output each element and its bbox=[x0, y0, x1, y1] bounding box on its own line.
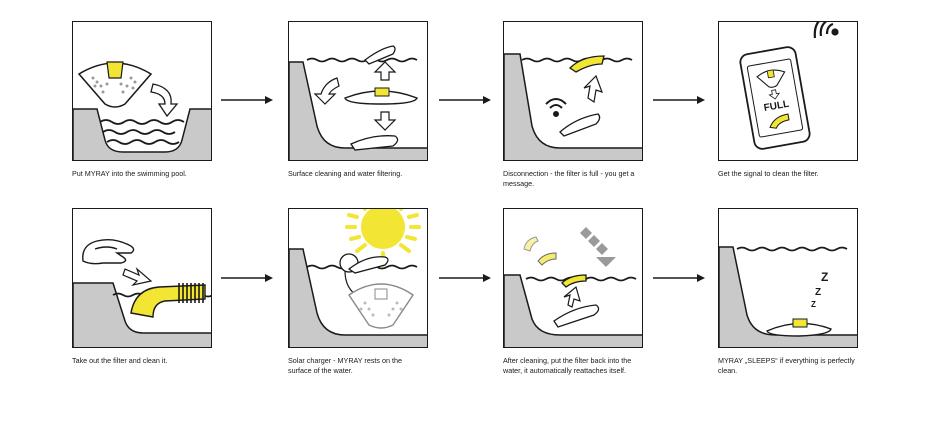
sleep-zzz-icon: Z Z Z bbox=[811, 270, 828, 309]
arrow-left-icon bbox=[313, 77, 340, 105]
arrow-icon bbox=[122, 267, 153, 287]
flow-arrow-2 bbox=[439, 96, 491, 104]
myray-device-icon bbox=[766, 318, 832, 337]
wifi-signal-icon bbox=[813, 22, 839, 39]
sleep-letter-2: Z bbox=[815, 287, 821, 298]
myray-device-icon bbox=[344, 87, 418, 105]
pool-basin bbox=[73, 108, 211, 160]
water-waves-icon bbox=[99, 119, 185, 145]
step-2-panel bbox=[288, 21, 428, 161]
pool-wall bbox=[289, 248, 427, 347]
flow-arrow-4 bbox=[221, 274, 273, 282]
step-7-panel bbox=[503, 208, 643, 348]
sleep-letter-1: Z bbox=[821, 270, 828, 284]
arrow-icon bbox=[563, 285, 581, 308]
curved-arrow-icon bbox=[150, 83, 179, 118]
flow-arrow-5 bbox=[439, 274, 491, 282]
filter-icon bbox=[561, 274, 587, 288]
arrow-down-icon bbox=[373, 111, 397, 131]
wifi-signal-icon bbox=[545, 98, 567, 117]
myray-device-icon: FULL bbox=[756, 69, 790, 129]
step-2-caption: Surface cleaning and water filtering. bbox=[288, 169, 403, 178]
filter-icon bbox=[364, 45, 396, 65]
arrow-up-icon bbox=[373, 61, 397, 81]
falling-filter-faded-1 bbox=[523, 236, 539, 252]
hand-icon bbox=[82, 238, 135, 265]
step-4-panel: FULL bbox=[718, 21, 858, 161]
water-surface bbox=[306, 57, 418, 63]
flow-arrow-1 bbox=[221, 96, 273, 104]
falling-filter-faded-2 bbox=[537, 252, 557, 266]
pool-wall bbox=[504, 53, 642, 160]
pool-wall bbox=[73, 282, 211, 347]
floating-device-icon bbox=[347, 256, 389, 274]
step-1-panel bbox=[72, 21, 212, 161]
flow-arrow-6 bbox=[653, 274, 705, 282]
step-3-caption: Disconnection - the filter is full - you… bbox=[503, 169, 635, 188]
arrow-down-icon bbox=[768, 89, 781, 100]
step-6-caption: Solar charger - MYRAY rests on the surfa… bbox=[288, 356, 402, 375]
phone-full-label: FULL bbox=[763, 99, 790, 114]
step-8-panel: Z Z Z bbox=[718, 208, 858, 348]
pool-wall bbox=[719, 246, 857, 347]
step-7-caption: After cleaning, put the filter back into… bbox=[503, 356, 632, 375]
step-6-panel bbox=[288, 208, 428, 348]
sunken-device-icon bbox=[559, 113, 601, 137]
sun-icon bbox=[345, 209, 421, 267]
pool-wall bbox=[504, 274, 642, 347]
step-1-caption: Put MYRAY into the swimming pool. bbox=[72, 169, 187, 178]
sleep-letter-3: Z bbox=[811, 300, 816, 309]
water-surface bbox=[736, 246, 848, 252]
sinking-filter-icon bbox=[350, 135, 399, 151]
brush-icon bbox=[130, 283, 206, 318]
step-5-panel bbox=[72, 208, 212, 348]
flow-arrow-3 bbox=[653, 96, 705, 104]
filter-icon bbox=[568, 55, 605, 73]
step-5-caption: Take out the filter and clean it. bbox=[72, 356, 168, 365]
filter-icon bbox=[769, 113, 790, 129]
step-3-panel bbox=[503, 21, 643, 161]
myray-device-icon bbox=[77, 61, 153, 108]
myray-device-icon bbox=[348, 283, 414, 329]
dashed-arrow-icon bbox=[580, 227, 616, 267]
step-8-caption: MYRAY „SLEEPS“ if everything is perfectl… bbox=[718, 356, 855, 375]
water-surface bbox=[521, 57, 633, 63]
arrow-icon bbox=[583, 74, 604, 104]
sunken-device-icon bbox=[553, 304, 600, 328]
step-4-caption: Get the signal to clean the filter. bbox=[718, 169, 819, 178]
pool-wall bbox=[289, 61, 427, 160]
